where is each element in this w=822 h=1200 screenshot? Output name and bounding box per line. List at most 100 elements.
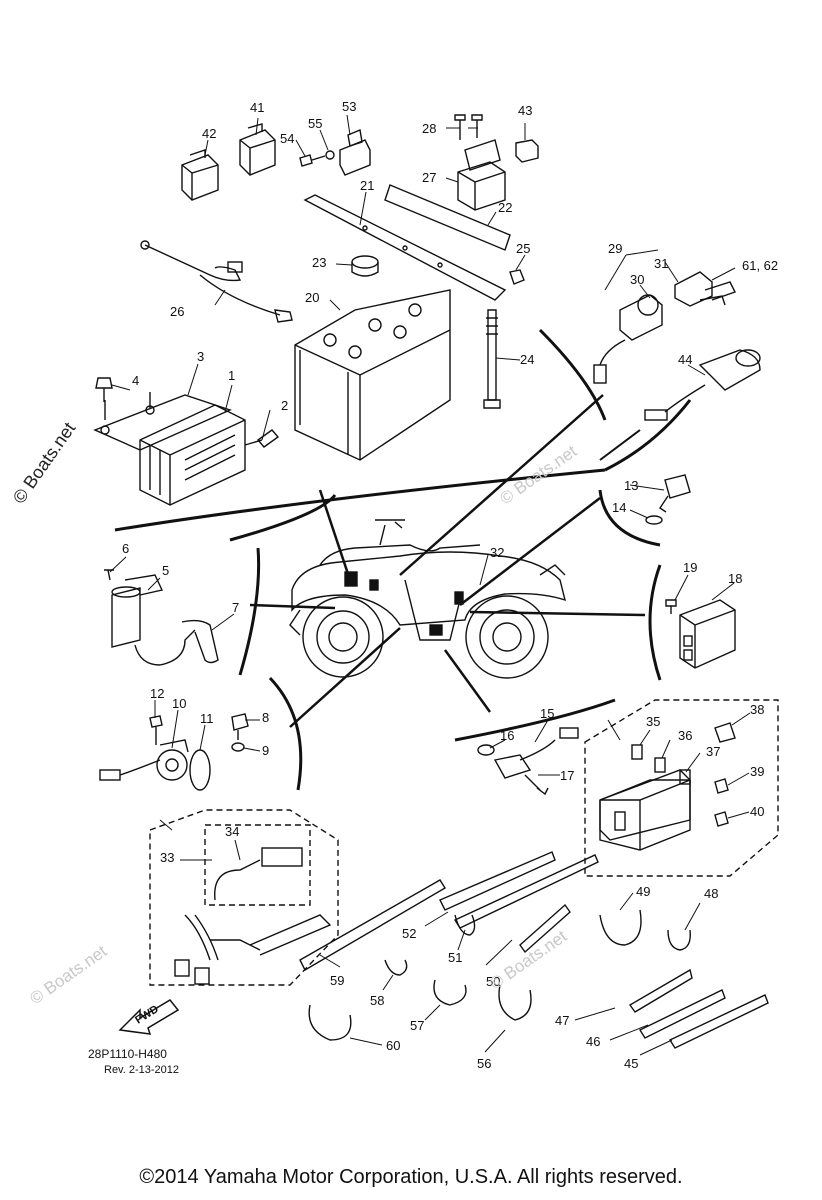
callout-8: 8 (262, 710, 269, 725)
section-divider (604, 399, 692, 472)
callout-40: 40 (750, 804, 764, 819)
callout-53: 53 (342, 99, 356, 114)
callout-59: 59 (330, 973, 344, 988)
callout-6: 6 (122, 541, 129, 556)
callout-58: 58 (370, 993, 384, 1008)
part-dc-socket (644, 349, 761, 421)
part-bolt (454, 114, 483, 140)
callout-numbers: 1 2 3 4 5 6 7 8 9 10 11 12 13 14 15 16 1… (122, 99, 778, 1071)
part-main-switch (593, 271, 736, 384)
part-damper (351, 255, 379, 277)
callout-27: 27 (422, 170, 436, 185)
callout-3: 3 (197, 349, 204, 364)
part-speed-sensor (477, 727, 579, 796)
part-ecu (139, 404, 246, 506)
part-battery-band (303, 184, 511, 301)
leader-line (459, 497, 601, 606)
callout-51: 51 (448, 950, 462, 965)
callout-36: 36 (678, 728, 692, 743)
watermark-boats-net: © Boats.net (9, 419, 79, 508)
callout-48: 48 (704, 886, 718, 901)
section-divider (599, 429, 641, 461)
callout-61-62: 61, 62 (742, 258, 778, 273)
callout-45: 45 (624, 1056, 638, 1071)
callout-25: 25 (516, 241, 530, 256)
section-divider (229, 494, 337, 542)
copyright-notice: ©2014 Yamaha Motor Corporation, U.S.A. A… (139, 1166, 683, 1188)
callout-29: 29 (608, 241, 622, 256)
callout-57: 57 (410, 1018, 424, 1033)
callout-60: 60 (386, 1038, 400, 1053)
callout-15: 15 (540, 706, 554, 721)
callout-43: 43 (518, 103, 532, 118)
leader-line (443, 649, 492, 713)
watermark-boats-net-faint: © Boats.net (26, 941, 110, 1008)
callout-33: 33 (160, 850, 174, 865)
callout-5: 5 (162, 563, 169, 578)
callout-1: 1 (228, 368, 235, 383)
part-long-bolt (483, 309, 501, 409)
part-rectifier (665, 599, 736, 669)
callout-44: 44 (678, 352, 692, 367)
section-divider (454, 698, 616, 742)
callout-11: 11 (200, 711, 214, 726)
callout-55: 55 (308, 116, 322, 131)
callout-56: 56 (477, 1056, 491, 1071)
callout-41: 41 (250, 100, 264, 115)
part-starter-relay (457, 139, 506, 211)
callout-18: 18 (728, 571, 742, 586)
section-divider (598, 489, 661, 547)
callout-19: 19 (683, 560, 697, 575)
part-ignition-coil (104, 569, 219, 666)
part-bolt (95, 377, 113, 402)
part-clamp (308, 909, 691, 1041)
section-divider (238, 547, 261, 676)
callout-17: 17 (560, 768, 574, 783)
callout-12: 12 (150, 686, 164, 701)
callout-37: 37 (706, 744, 720, 759)
callout-22: 22 (498, 200, 512, 215)
part-screw (299, 150, 335, 167)
part-nut (509, 269, 525, 285)
callout-35: 35 (646, 714, 660, 729)
callout-49: 49 (636, 884, 650, 899)
callout-52: 52 (402, 926, 416, 941)
revision-date: Rev. 2-13-2012 (104, 1064, 180, 1076)
part-bracket (93, 392, 232, 451)
callout-2: 2 (281, 398, 288, 413)
callout-14: 14 (612, 500, 626, 515)
callout-21: 21 (360, 178, 374, 193)
callout-26: 26 (170, 304, 184, 319)
part-sensor-group (99, 713, 249, 791)
leader-line (399, 394, 604, 576)
callout-38: 38 (750, 702, 764, 717)
callout-23: 23 (312, 255, 326, 270)
callout-leaders (109, 114, 751, 1056)
callout-28: 28 (422, 121, 436, 136)
fwd-arrow-icon (118, 999, 180, 1035)
part-wire-harness-group (149, 809, 339, 986)
leader-line (318, 489, 352, 581)
callout-47: 47 (555, 1013, 569, 1028)
part-battery (294, 289, 451, 461)
callout-4: 4 (132, 373, 139, 388)
callout-16: 16 (500, 728, 514, 743)
callout-50: 50 (486, 974, 500, 989)
callout-9: 9 (262, 743, 269, 758)
callout-31: 31 (654, 256, 668, 271)
callout-42: 42 (202, 126, 216, 141)
callout-39: 39 (750, 764, 764, 779)
part-fuse-holder (515, 139, 539, 163)
section-divider (648, 564, 662, 681)
callout-46: 46 (586, 1034, 600, 1049)
part-bolt (244, 429, 280, 448)
callout-34: 34 (225, 824, 239, 839)
part-cable-tie (299, 851, 769, 1049)
diagram-code: 28P1110-H480 (88, 1047, 167, 1061)
atv-illustration (289, 519, 566, 679)
callout-32: 32 (490, 545, 504, 560)
section-divider (268, 676, 303, 791)
part-relay (181, 149, 219, 201)
part-battery-lead (140, 240, 293, 323)
